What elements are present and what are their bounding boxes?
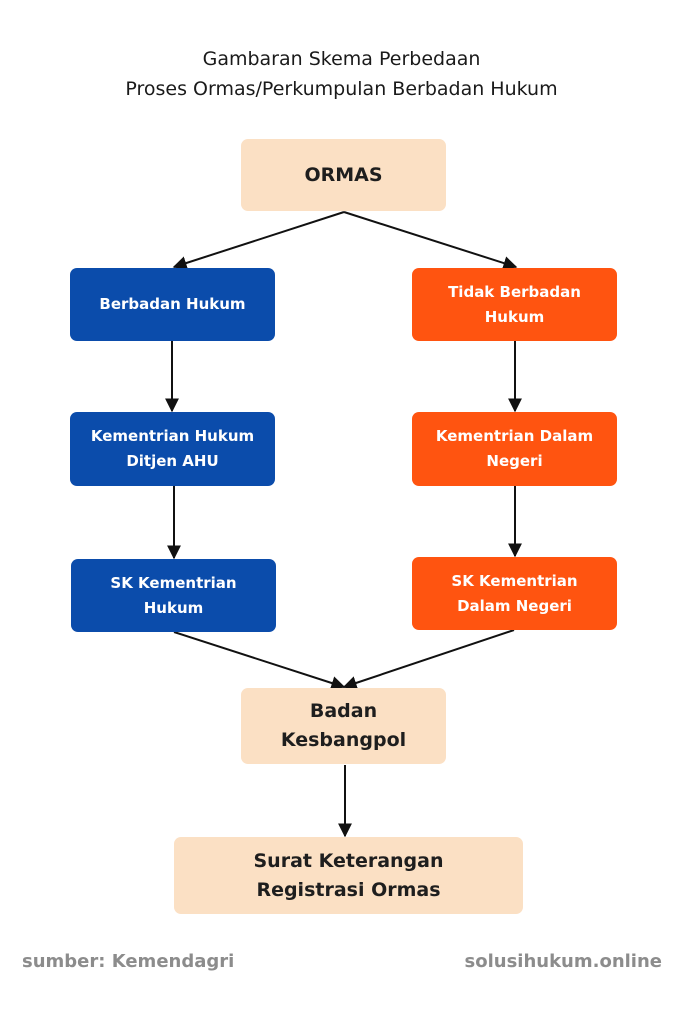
node-kementrian-hukum-line-1: Kementrian Hukum (90, 427, 255, 445)
node-ormas: ORMAS (241, 139, 446, 211)
node-badan-kesbangpol: Badan Kesbangpol (241, 688, 446, 764)
arrow-ormas-to-berbadan (172, 211, 345, 270)
node-kementrian-hukum-line-2: Ditjen AHU (126, 452, 219, 470)
node-sk-kementrian-dalam-negeri-line-2: Dalam Negeri (457, 596, 572, 615)
node-sk-kementrian-dalam-negeri: SK Kementrian Dalam Negeri (412, 557, 617, 630)
arrow-sk-kemendagri-to-kesbangpol (342, 629, 515, 690)
node-sk-kementrian-dalam-negeri-line-1: SK Kementrian (451, 571, 578, 590)
node-kementrian-hukum: Kementrian Hukum Ditjen AHU (70, 412, 275, 486)
footer-site: solusihukum.online (464, 951, 663, 972)
node-sk-kementrian-hukum-line-1: SK Kementrian (110, 573, 237, 592)
title-line-1: Gambaran Skema Perbedaan (202, 48, 481, 70)
node-badan-kesbangpol-line-2: Kesbangpol (280, 729, 407, 751)
node-surat-keterangan-registrasi: Surat Keterangan Registrasi Ormas (174, 837, 523, 914)
node-surat-keterangan-line-1: Surat Keterangan (253, 849, 444, 872)
title-line-2: Proses Ormas/Perkumpulan Berbadan Hukum (125, 78, 558, 100)
arrow-ormas-to-tidak-berbadan (343, 211, 518, 270)
node-sk-kementrian-hukum-line-2: Hukum (143, 598, 204, 617)
node-sk-kementrian-hukum: SK Kementrian Hukum (71, 559, 276, 632)
diagram-title: Gambaran Skema Perbedaan Proses Ormas/Pe… (0, 44, 683, 104)
node-badan-kesbangpol-line-1: Badan (309, 700, 378, 722)
node-tidak-berbadan-hukum-line-1: Tidak Berbadan (448, 282, 581, 301)
node-ormas-label: ORMAS (304, 163, 383, 186)
node-berbadan-hukum: Berbadan Hukum (70, 268, 275, 341)
arrow-sk-kemenkum-to-kesbangpol (173, 631, 346, 690)
node-tidak-berbadan-hukum: Tidak Berbadan Hukum (412, 268, 617, 341)
node-berbadan-hukum-label: Berbadan Hukum (99, 295, 246, 313)
footer-source: sumber: Kemendagri (22, 951, 235, 972)
node-tidak-berbadan-hukum-line-2: Hukum (484, 307, 545, 326)
node-kementrian-dalam-negeri: Kementrian Dalam Negeri (412, 412, 617, 486)
node-kementrian-dalam-negeri-line-1: Kementrian Dalam (435, 427, 594, 445)
node-surat-keterangan-line-2: Registrasi Ormas (256, 878, 441, 901)
node-kementrian-dalam-negeri-line-2: Negeri (486, 452, 543, 470)
